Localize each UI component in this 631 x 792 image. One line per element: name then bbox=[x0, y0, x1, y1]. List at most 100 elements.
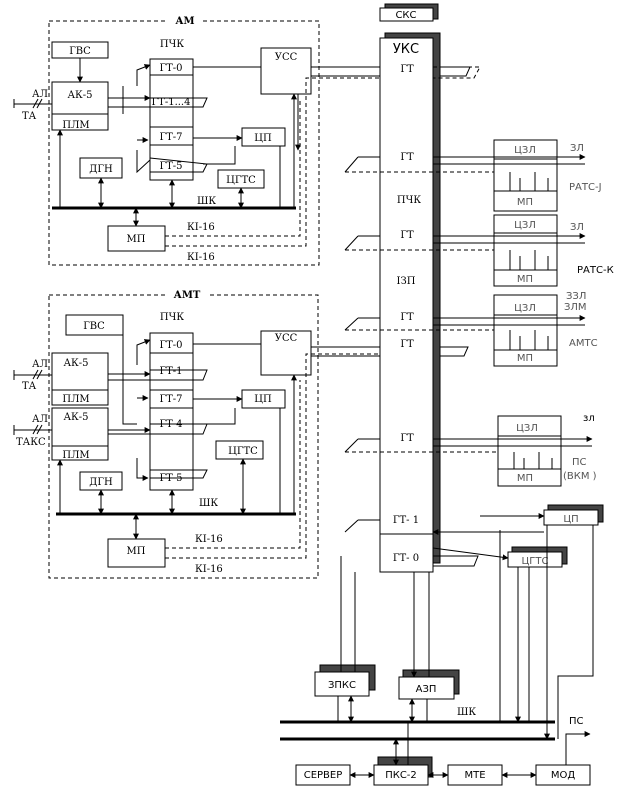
mte-label: МТЕ bbox=[464, 770, 485, 781]
r1-block bbox=[493, 139, 558, 212]
am-module: АМ ПЧК ГВС АК-5 ПЛМ АЛ ТА ГТ-0 ГТ-1...4 … bbox=[13, 14, 471, 266]
am-ak5-label: АК-5 bbox=[67, 90, 92, 101]
am-gt14-label: ГТ-1...4 bbox=[152, 97, 191, 108]
sks-block bbox=[379, 7, 434, 22]
am-cgts-label: ЦГТС bbox=[226, 175, 256, 186]
amt-cgts-label: ЦГТС bbox=[228, 446, 258, 457]
amt-pchk-label: ПЧК bbox=[160, 312, 184, 323]
amt-ki1-label: КІ-16 bbox=[195, 534, 223, 545]
amt-gt1-label: ГТ-1 bbox=[159, 366, 182, 377]
am-uss-block bbox=[260, 47, 312, 95]
r2-mp-label: МП bbox=[517, 274, 533, 285]
r4-mp-label: МП bbox=[517, 473, 533, 484]
azp-label: АЗП bbox=[416, 684, 437, 695]
uks-gt-c: ГТ bbox=[400, 230, 414, 241]
amt-cp-label: ЦП bbox=[254, 394, 272, 405]
bottom-section: ЗПКС АЗП ШК ПС СЕРВЕР ПКС-2 МТЕ МОД bbox=[280, 525, 594, 786]
r4-name1-label: ПС bbox=[572, 457, 587, 468]
am-mp-label: МП bbox=[127, 234, 146, 245]
amt-ta-label: ТА bbox=[22, 381, 37, 392]
amt-plm2-label: ПЛМ bbox=[62, 450, 89, 461]
am-ki1-label: КІ-16 bbox=[187, 222, 215, 233]
amt-mp-block bbox=[107, 538, 166, 568]
r2-block bbox=[493, 214, 558, 287]
am-gt5-slot bbox=[149, 157, 208, 173]
zpks-block bbox=[314, 671, 370, 697]
r1-mp-label: МП bbox=[517, 197, 533, 208]
amt-title: АМТ bbox=[174, 290, 201, 301]
amt-gvs-block bbox=[65, 314, 124, 336]
r2-line-label: ЗЛ bbox=[570, 222, 584, 233]
uks-gt-b: ГТ bbox=[400, 152, 414, 163]
mod-label: МОД bbox=[551, 770, 575, 781]
am-uss-label: УСС bbox=[275, 52, 298, 63]
amt-plm1-label: ПЛМ bbox=[62, 394, 89, 405]
uks-label: УКС bbox=[393, 42, 419, 57]
r4-czl-label: ЦЗЛ bbox=[516, 423, 538, 434]
uks-column: СКС УКС ГТ ГТ ПЧК ГТ ІЗП ГТ ГТ ГТ ГТ- 1 … bbox=[344, 3, 498, 573]
r3-line1-label: ЗЗЛ bbox=[566, 291, 586, 302]
am-mp-block bbox=[107, 225, 166, 252]
amt-ak5b-block bbox=[51, 407, 109, 461]
am-title: АМ bbox=[175, 16, 194, 27]
uks-block bbox=[379, 37, 434, 573]
amt-gt7-label: ГТ-7 bbox=[159, 394, 182, 405]
right-cp-label: ЦП bbox=[563, 514, 578, 525]
am-ak5-block bbox=[51, 81, 109, 131]
am-dgn-label: ДГН bbox=[89, 164, 113, 175]
r3-name-label: АМТС bbox=[569, 338, 598, 349]
r4-block bbox=[497, 415, 562, 487]
pks2-label: ПКС-2 bbox=[385, 770, 417, 781]
uks-pchk: ПЧК bbox=[397, 195, 421, 206]
amt-al1-label: АЛ bbox=[32, 359, 48, 370]
bottom-shk-label: ШК bbox=[457, 707, 476, 718]
am-cp-label: ЦП bbox=[254, 133, 272, 144]
r2-name-label: РАТС-К bbox=[577, 265, 614, 276]
amt-gt-column bbox=[149, 332, 194, 491]
amt-uss-block bbox=[260, 330, 312, 376]
right-blocks: ЦЗЛ МП ЗЛ РАТС-J ЦЗЛ МП ЗЛ РАТС-К ЦЗЛ МП… bbox=[432, 139, 614, 568]
uks-gt-e: ГТ bbox=[400, 339, 414, 350]
right-cgts-label: ЦГТС bbox=[522, 556, 549, 567]
am-ta-label: ТА bbox=[22, 111, 37, 122]
amt-module: АМТ ПЧК ГВС АК-5 ПЛМ АК-5 ПЛМ АЛ ТА АЛ Т… bbox=[13, 288, 469, 579]
amt-al2-label: АЛ bbox=[32, 414, 48, 425]
r3-block bbox=[493, 294, 558, 367]
amt-gt4-label: ГТ-4 bbox=[159, 419, 182, 430]
amt-shk-label: ШК bbox=[199, 498, 218, 509]
amt-ak5b-label: АК-5 bbox=[63, 412, 88, 423]
amt-gvs-label: ГВС bbox=[83, 321, 105, 332]
am-ki2-label: КІ-16 bbox=[187, 252, 215, 263]
r3-mp-label: МП bbox=[517, 353, 533, 364]
amt-ak5a-block bbox=[51, 352, 109, 406]
amt-gt5-label: ГТ-5 bbox=[159, 473, 182, 484]
am-gt5-label: ГТ-5 bbox=[159, 161, 182, 172]
r1-czl-label: ЦЗЛ bbox=[514, 145, 536, 156]
amt-mp-label: МП bbox=[127, 546, 146, 557]
r3-czl-label: ЦЗЛ bbox=[514, 303, 536, 314]
uks-gt-f: ГТ bbox=[400, 433, 414, 444]
am-shk-label: ШК bbox=[197, 196, 216, 207]
amt-taks-label: ТАКС bbox=[16, 437, 46, 448]
r4-name2-label: (ВКМ ) bbox=[563, 471, 597, 482]
am-al-label: АЛ bbox=[32, 89, 48, 100]
am-gt14-slot bbox=[150, 97, 208, 108]
amt-uss-label: УСС bbox=[275, 333, 298, 344]
bottom-ps-label: ПС bbox=[569, 716, 584, 727]
uks-gt1: ГТ- 1 bbox=[393, 515, 419, 526]
am-pchk-label: ПЧК bbox=[160, 39, 184, 50]
r3-line2-label: ЗЛМ bbox=[564, 302, 587, 313]
am-gt0-label: ГТ-0 bbox=[159, 63, 182, 74]
sks-label: СКС bbox=[395, 10, 416, 21]
amt-ak5a-label: АК-5 bbox=[63, 358, 88, 369]
am-gvs-label: ГВС bbox=[69, 46, 91, 57]
server-label: СЕРВЕР bbox=[304, 770, 343, 781]
am-gt7-label: ГТ-7 bbox=[159, 132, 182, 143]
r2-czl-label: ЦЗЛ bbox=[514, 220, 536, 231]
amt-ki2-label: КІ-16 bbox=[195, 564, 223, 575]
uks-izp: ІЗП bbox=[397, 276, 416, 287]
am-plm-label: ПЛМ bbox=[62, 120, 89, 131]
uks-gt0: ГТ- 0 bbox=[393, 553, 419, 564]
